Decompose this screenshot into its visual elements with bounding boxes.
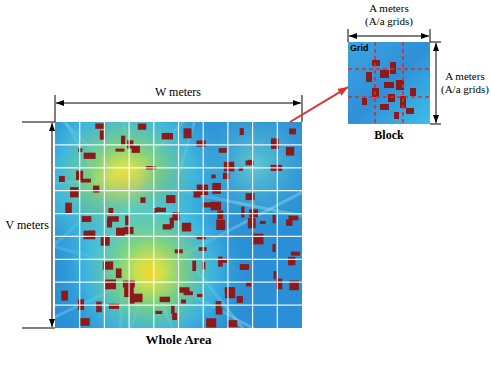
label-holder: W meters [128,82,228,100]
map-caption-holder: Whole Area [55,332,302,348]
label-holder: V meters [2,215,50,233]
dimension-label: W meters [155,85,201,99]
label-holder: A meters (A/a grids) [440,70,490,97]
block-map [348,42,430,124]
dimension-lines [22,29,441,328]
block-caption: Block [338,128,440,143]
dimension-label: A meters (A/a grids) [440,70,490,96]
block-map: GridBlock [348,42,430,124]
dimension-label: V meters [5,218,50,232]
grid-label: Grid [350,43,390,53]
zoom-arrow [290,87,348,122]
label-holder: A meters (A/a grids) [359,2,419,29]
dimension-label: A meters (A/a grids) [359,2,419,28]
coverage-map [55,122,302,328]
block-caption-holder: Block [338,128,440,143]
grid-label-holder: Grid [350,43,390,53]
whole-area-map: Whole Area [55,122,302,328]
map-caption: Whole Area [55,332,302,348]
grid-lines [348,42,430,124]
